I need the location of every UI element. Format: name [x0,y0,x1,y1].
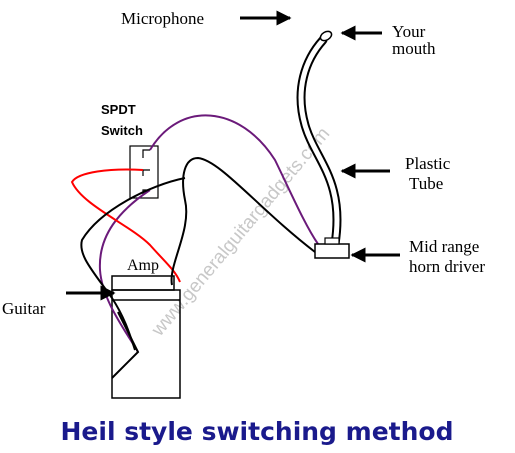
label-your-mouth-line2: mouth [392,39,436,58]
switch-lug-top [142,149,150,158]
label-plastic-line2: Tube [409,174,443,193]
label-horn-line1: Mid range [409,237,479,256]
label-your-mouth-line1: Your [392,22,426,41]
label-amp: Amp [127,257,159,274]
label-microphone: Microphone [121,9,204,28]
red-wire [70,168,181,283]
spdt-switch [129,145,159,199]
black-wire-horn [170,156,316,286]
tube-mouth-end [319,30,333,42]
label-horn-line2: horn driver [409,257,485,276]
purple-wire-to-amp [98,189,151,353]
diagram-caption: Heil style switching method [61,417,454,446]
plastic-tube-inner [298,37,340,247]
label-plastic-line1: Plastic [405,154,451,173]
amp-handle [111,275,175,291]
horn-driver-cap [324,237,340,245]
purple-wire [149,114,319,245]
black-wire-loop [80,177,186,351]
label-spdt-line2: Switch [101,123,143,138]
watermark: www.generalguitargadgets.com [147,124,334,341]
black-wire-amp [111,311,140,379]
horn-driver [314,243,350,259]
label-spdt-line1: SPDT [101,102,136,117]
label-guitar: Guitar [2,299,46,318]
